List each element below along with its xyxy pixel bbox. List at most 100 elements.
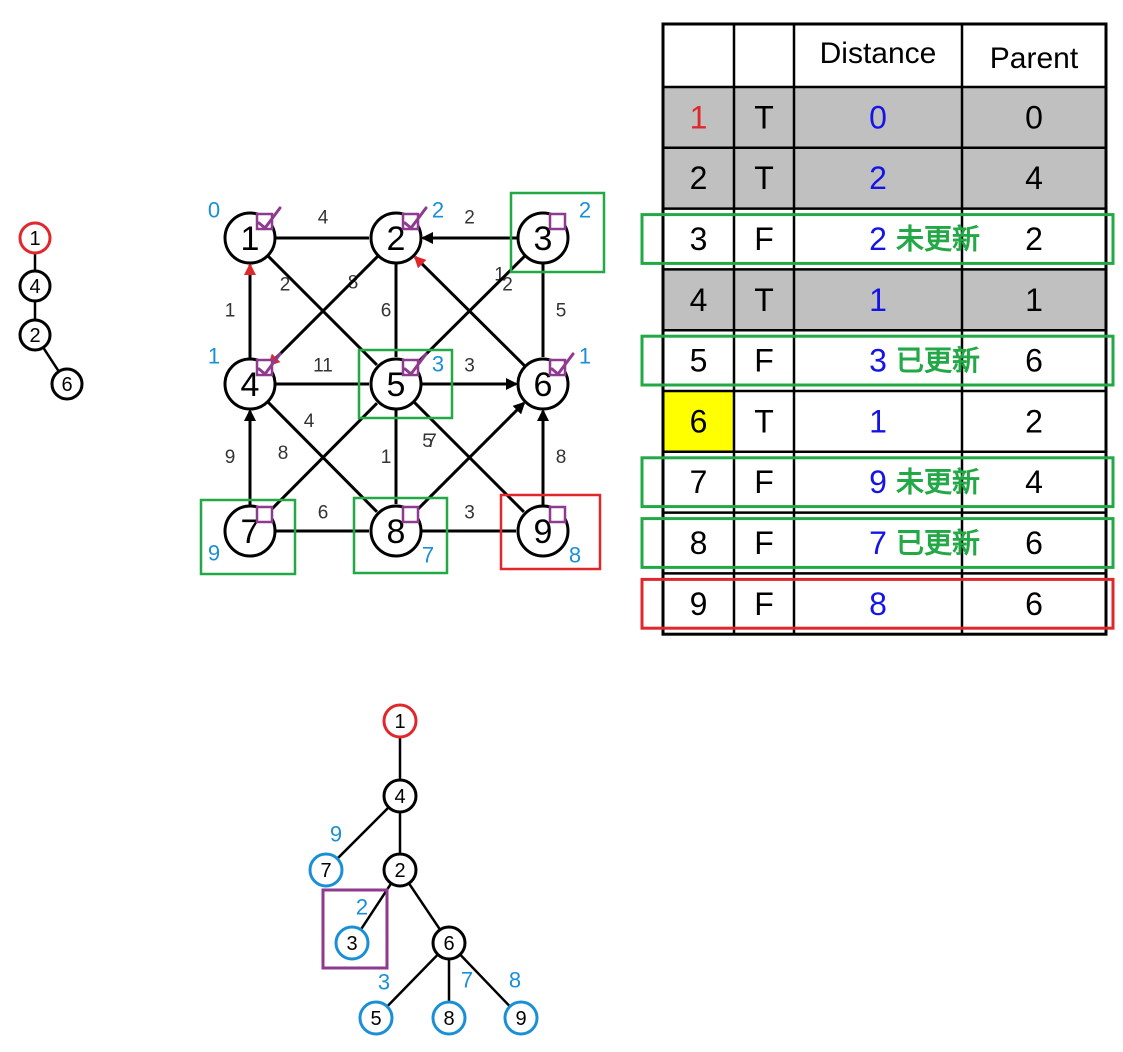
tree-node-3 bbox=[334, 925, 370, 961]
node-2-checkmark bbox=[403, 206, 428, 231]
node-5-distance: 3 bbox=[432, 352, 444, 377]
tree-node-5-distance: 3 bbox=[378, 970, 390, 995]
tree-node-7 bbox=[308, 852, 344, 888]
table-row-7-parent: 4 bbox=[1025, 464, 1043, 500]
tree-edge-6-9 bbox=[459, 953, 511, 1008]
edge-weight-5-8: 1 bbox=[381, 447, 392, 468]
tree-node-8 bbox=[431, 1000, 467, 1036]
tree-node-8-label: 8 bbox=[443, 1008, 454, 1030]
node-5-label: 5 bbox=[387, 366, 406, 404]
small-tree-node-6-label: 6 bbox=[61, 374, 72, 396]
table-row-1-distance: 0 bbox=[869, 99, 887, 135]
weighted-graph: 421826125113984157863102232415361798798 bbox=[199, 191, 606, 576]
node-4-checkmark bbox=[257, 352, 282, 377]
table-row-9-frame bbox=[640, 577, 1115, 630]
tree-edge-6-5 bbox=[386, 953, 439, 1008]
edge-3-5 bbox=[414, 254, 527, 367]
node-8-label: 8 bbox=[387, 513, 406, 551]
table-row-6-vertex-highlight bbox=[663, 391, 734, 452]
edge-weight-7-8: 6 bbox=[318, 503, 329, 524]
node-6-checkmark bbox=[550, 352, 575, 377]
partial-shortest-path-tree: 1 4 2 6 bbox=[18, 221, 84, 401]
tree-node-7-distance: 9 bbox=[330, 822, 342, 847]
table-row-9-distance: 8 bbox=[869, 586, 887, 622]
table-row-8-vertex: 8 bbox=[690, 525, 708, 561]
small-tree-node-6 bbox=[50, 367, 84, 401]
table-row-9-vertex: 9 bbox=[690, 586, 708, 622]
table-row-8-frame bbox=[640, 517, 1115, 569]
node-3-highlight-box bbox=[509, 191, 606, 274]
table-row-8-parent: 6 bbox=[1025, 525, 1043, 561]
edge-weight-6-2: 1 bbox=[494, 265, 505, 286]
small-tree-node-1-label: 1 bbox=[29, 228, 40, 250]
table-row-3-vertex: 3 bbox=[690, 221, 708, 257]
edge-weight-4-5: 11 bbox=[313, 356, 333, 377]
table-row-1-parent: 0 bbox=[1025, 99, 1043, 135]
table-row-8-known: F bbox=[754, 525, 774, 561]
small-tree-node-1 bbox=[18, 221, 52, 255]
tree-node-3-label: 3 bbox=[346, 933, 357, 955]
table-row-5-parent: 6 bbox=[1025, 343, 1043, 379]
node-4-label: 4 bbox=[241, 366, 260, 404]
tree-node-4-label: 4 bbox=[394, 786, 405, 808]
node-2-label: 2 bbox=[387, 220, 406, 258]
table-row-2-vertex: 2 bbox=[690, 160, 708, 196]
edge-weight-3-2: 2 bbox=[464, 208, 475, 229]
small-tree-node-4-label: 4 bbox=[29, 276, 40, 298]
node-1-label: 1 bbox=[241, 220, 260, 258]
node-9-checkbox bbox=[548, 505, 567, 524]
table-row-2-shade bbox=[663, 147, 1106, 209]
table-row-3-frame bbox=[640, 213, 1115, 265]
small-tree-node-2 bbox=[18, 318, 52, 352]
tree-node-3-highlight-box bbox=[321, 888, 389, 970]
edge-weight-3-6: 5 bbox=[556, 301, 567, 322]
table-row-5-frame bbox=[640, 334, 1115, 387]
tree-edge-4-7 bbox=[336, 806, 390, 860]
table-row-1-known: T bbox=[754, 99, 774, 135]
tree-node-9-label: 9 bbox=[515, 1008, 526, 1030]
tree-node-6 bbox=[431, 925, 467, 961]
table-row-4-vertex: 4 bbox=[690, 282, 708, 318]
edge-7-5 bbox=[266, 402, 379, 515]
table-row-7-vertex: 7 bbox=[690, 464, 708, 500]
edge-weight-4-1: 1 bbox=[225, 301, 236, 322]
tree-node-5 bbox=[358, 1000, 394, 1036]
node-7-checkbox bbox=[255, 505, 274, 524]
node-8-distance: 7 bbox=[422, 543, 434, 568]
table-row-5-note: 已更新 bbox=[896, 345, 980, 376]
small-tree-node-4 bbox=[18, 269, 52, 303]
table-row-6-distance: 1 bbox=[869, 403, 887, 439]
node-8-highlight-box bbox=[352, 496, 449, 575]
tree-node-4 bbox=[382, 778, 418, 814]
edge-weight-1-2: 4 bbox=[318, 208, 329, 229]
table-row-9-parent: 6 bbox=[1025, 586, 1043, 622]
table-row-2-known: T bbox=[754, 160, 774, 196]
table-row-5-vertex: 5 bbox=[690, 343, 708, 379]
small-tree-node-2-label: 2 bbox=[29, 325, 40, 347]
edge-weight-8-9: 3 bbox=[464, 503, 475, 524]
table-row-4-shade bbox=[663, 269, 1106, 331]
table-row-7-frame bbox=[640, 456, 1115, 509]
table-row-1-vertex: 1 bbox=[690, 99, 708, 135]
node-9-highlight-box bbox=[499, 493, 602, 571]
node-9-distance: 8 bbox=[569, 543, 581, 568]
table-row-2-parent: 4 bbox=[1025, 160, 1043, 196]
table-row-3-known: F bbox=[754, 221, 774, 257]
table-row-1-shade bbox=[663, 87, 1106, 148]
node-5-highlight-box bbox=[357, 348, 454, 420]
table-row-4-distance: 1 bbox=[869, 282, 887, 318]
table-row-7-note: 未更新 bbox=[896, 467, 980, 498]
node-8-checkbox bbox=[401, 505, 420, 524]
tree-node-6-label: 6 bbox=[443, 933, 454, 955]
node-7-distance: 9 bbox=[208, 541, 220, 566]
table-row-4-known: T bbox=[754, 282, 774, 318]
node-7-label: 7 bbox=[241, 513, 260, 551]
tree-node-3-distance: 2 bbox=[356, 895, 368, 920]
node-7-highlight-box bbox=[199, 498, 297, 576]
edge-weight-5-6: 3 bbox=[464, 356, 475, 377]
node-2-distance: 2 bbox=[432, 198, 444, 223]
table-row-6-known: T bbox=[754, 403, 774, 439]
